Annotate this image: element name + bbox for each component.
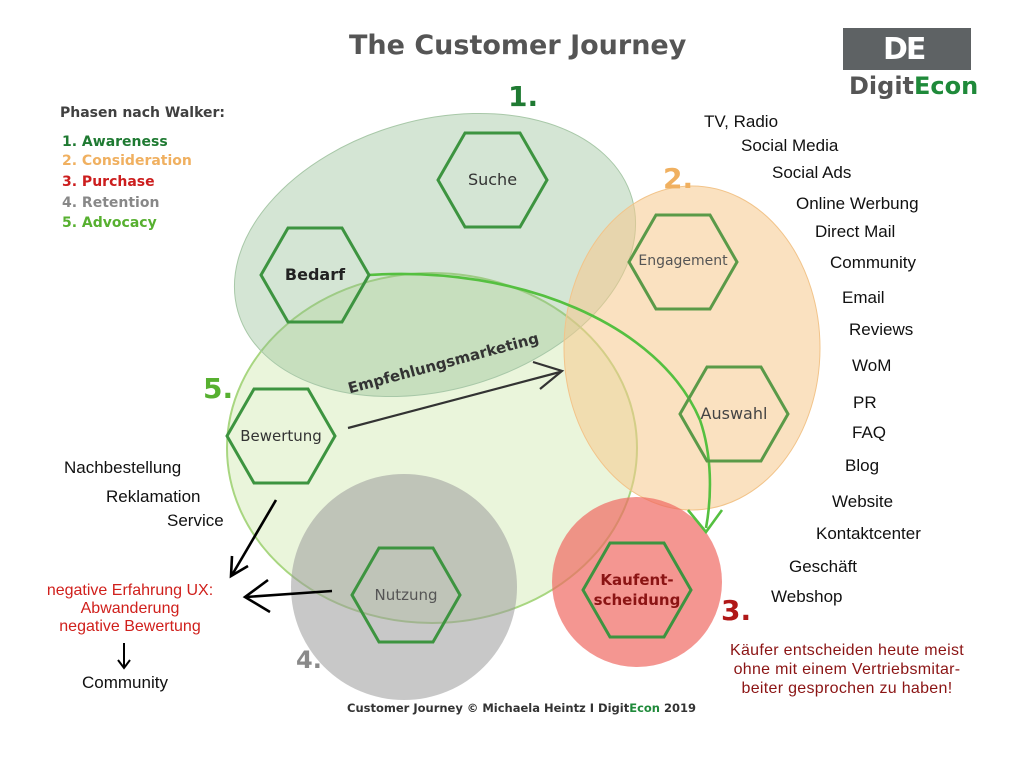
community-arrow-head <box>117 659 131 670</box>
legend-item-advocacy: 5. Advocacy <box>62 215 157 231</box>
channel-item: Blog <box>845 456 880 475</box>
hexagon-label-engagement: Engagement <box>638 253 728 269</box>
footer-brand-a: Digit <box>598 701 630 715</box>
journey-arrow <box>367 272 712 529</box>
kauf-line-1: Kaufent- <box>600 571 674 589</box>
negative-line-1: negative Erfahrung UX: <box>46 582 214 599</box>
nutzung-arrow-head <box>242 578 271 614</box>
phase-number-4: 4. <box>296 646 322 674</box>
purchase-phase-circle <box>552 497 722 667</box>
channel-item: Geschäft <box>789 557 858 576</box>
hexagon-suche <box>436 131 549 229</box>
empfehlung-arrow-head <box>532 360 565 390</box>
logo-wordmark: DigitEcon <box>849 72 978 100</box>
page-title: The Customer Journey <box>349 30 687 61</box>
hexagon-bedarf <box>259 226 371 324</box>
hexagon-label-bewertung: Bewertung <box>240 427 322 445</box>
bewertung-arrow-head <box>229 555 249 579</box>
channel-item: Direct Mail <box>815 222 896 241</box>
journey-arrow-head <box>686 509 724 535</box>
buyer-note-line-1: Käufer entscheiden heute meist <box>729 642 965 659</box>
channel-item: Social Media <box>741 136 839 155</box>
hexagon-engagement <box>627 213 739 311</box>
hexagon-auswahl <box>678 365 790 463</box>
footer-text-2: 2019 <box>659 701 696 715</box>
channel-item: FAQ <box>852 423 887 442</box>
awareness-phase-ellipse <box>233 112 637 398</box>
channel-item: TV, Radio <box>704 112 779 131</box>
legend-item-awareness: 1. Awareness <box>62 134 168 150</box>
buyer-note-line-2: ohne mit einem Vertriebsmitar- <box>733 661 961 678</box>
empfehlung-arrow <box>347 370 561 430</box>
channel-item: Social Ads <box>772 163 852 182</box>
hexagon-label-nutzung: Nutzung <box>374 586 438 604</box>
logo-word-a: Digit <box>849 72 915 100</box>
community-bottom-label: Community <box>82 673 168 692</box>
buyer-note-line-3: beiter gesprochen zu haben! <box>741 680 953 697</box>
channel-item: Kontaktcenter <box>816 524 921 543</box>
hexagon-label-kaufentscheidung: Kaufent- scheidung <box>583 570 691 610</box>
nutzung-to-negative-arrow <box>245 589 333 599</box>
phase-number-1: 1. <box>508 80 539 113</box>
footer-text-1: Customer Journey © Michaela Heintz I <box>347 701 599 715</box>
channel-item: Community <box>830 253 916 272</box>
hexagon-label-bedarf: Bedarf <box>284 265 346 284</box>
legend-item-purchase: 3. Purchase <box>62 174 155 190</box>
bewertung-to-negative-arrow <box>230 499 278 576</box>
phase-number-3: 3. <box>721 594 752 627</box>
retention-item: Nachbestellung <box>64 458 182 477</box>
legend-item-consideration: 2. Consideration <box>62 153 192 169</box>
retention-phase-circle <box>291 474 517 700</box>
channel-item: WoM <box>852 356 892 375</box>
buyer-note: Käufer entscheiden heute meist ohne mit … <box>708 641 986 698</box>
channel-item: Email <box>842 288 885 307</box>
footer-credit: Customer Journey © Michaela Heintz I Dig… <box>347 701 696 715</box>
hexagon-label-suche: Suche <box>467 170 518 189</box>
channel-item: Online Werbung <box>796 194 919 213</box>
hexagon-kaufentscheidung <box>581 541 693 639</box>
channel-item: Webshop <box>771 587 843 606</box>
kauf-line-2: scheidung <box>593 591 681 609</box>
phase-number-5: 5. <box>203 372 234 405</box>
retention-item: Service <box>167 511 224 530</box>
negative-line-2: Abwanderung <box>80 600 180 617</box>
consideration-phase-ellipse <box>563 185 821 511</box>
negative-experience-text: negative Erfahrung UX: Abwanderung negat… <box>30 582 230 636</box>
phase-number-2: 2. <box>663 162 694 195</box>
logo-word-b: Econ <box>914 72 979 100</box>
channel-item: Website <box>832 492 894 511</box>
channel-item: Reviews <box>849 320 914 339</box>
hexagon-bewertung <box>225 387 337 485</box>
logo-mark: DE <box>843 28 971 70</box>
footer-brand-b: Econ <box>629 701 660 715</box>
retention-item: Reklamation <box>106 487 201 506</box>
channel-item: PR <box>853 393 877 412</box>
legend-item-retention: 4. Retention <box>62 195 160 211</box>
hexagon-label-auswahl: Auswahl <box>700 404 768 423</box>
logo-mark-text: DE <box>883 32 926 67</box>
negative-line-3: negative Bewertung <box>59 618 201 635</box>
legend-heading: Phasen nach Walker: <box>60 105 226 121</box>
hexagon-nutzung <box>350 546 462 644</box>
